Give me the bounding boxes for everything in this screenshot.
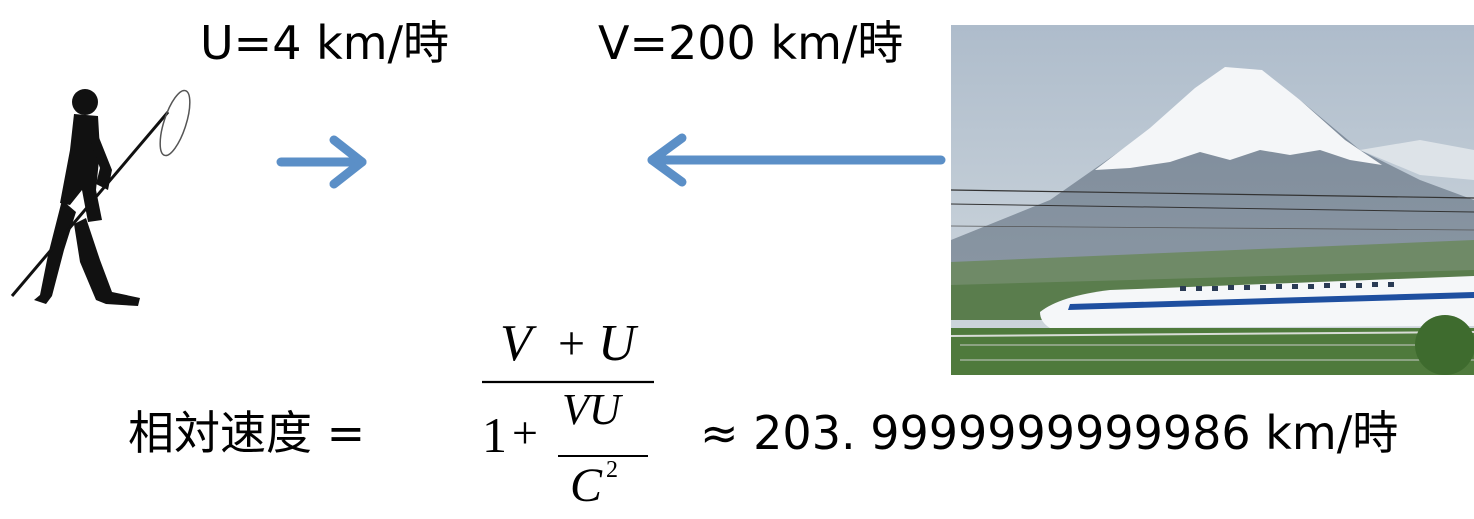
numerator-v: V [500, 315, 532, 372]
walking-person-icon [10, 89, 191, 306]
numerator-u: U [598, 315, 636, 372]
relative-speed-result: ≈ 203. 9999999999986 km/時 [700, 406, 1399, 460]
arrow-right-icon [276, 135, 367, 189]
denominator-c: C [570, 459, 603, 512]
u-speed-label: U=4 km/時 [200, 16, 450, 70]
denominator-plus: + [512, 407, 538, 458]
numerator-plus: + [558, 317, 586, 370]
v-speed-label: V=200 km/時 [598, 16, 904, 70]
denominator-vu: VU [562, 385, 621, 434]
denominator-one: 1 [482, 407, 507, 463]
denominator-exponent: 2 [606, 457, 618, 483]
mount-fuji-shinkansen-photo [951, 25, 1474, 375]
arrow-left-icon [647, 133, 946, 187]
relative-speed-label: 相対速度 = [128, 406, 366, 460]
